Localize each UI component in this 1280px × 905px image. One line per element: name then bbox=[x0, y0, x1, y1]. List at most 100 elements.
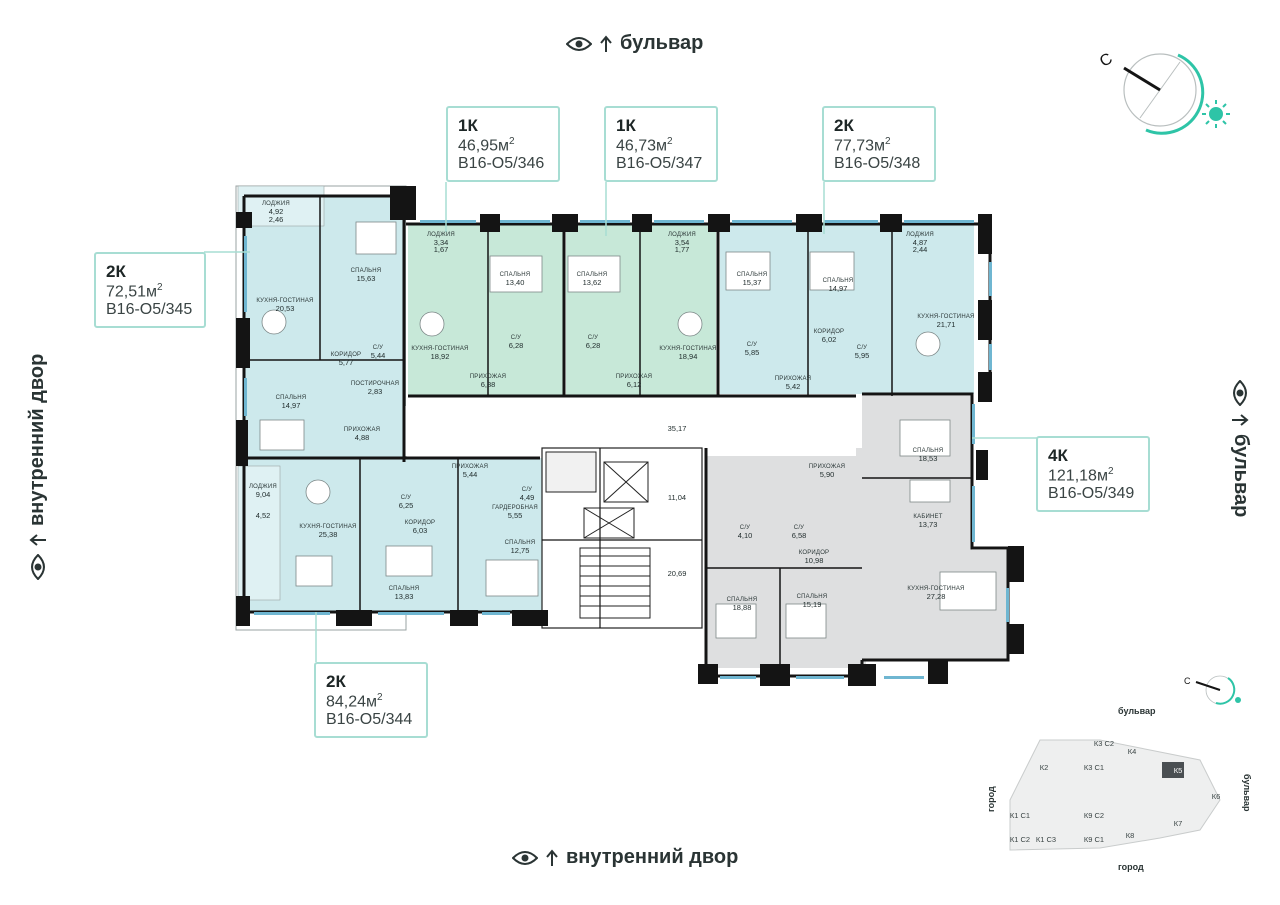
direction-left: внутренний двор bbox=[26, 354, 49, 580]
room-area: 4,87 bbox=[913, 238, 928, 247]
room-area: 5,90 bbox=[820, 470, 835, 479]
apartment-card[interactable]: 2К 84,24м2 В16-О5/344 bbox=[314, 662, 428, 738]
room-name: С/У bbox=[511, 335, 521, 341]
apartment-card[interactable]: 2К 77,73м2 В16-О5/348 bbox=[822, 106, 936, 182]
site-block: К1 С2 bbox=[1010, 835, 1030, 844]
room-labels: ЛОДЖИЯ4,922,46СПАЛЬНЯ15,63КУХНЯ-ГОСТИНАЯ… bbox=[249, 201, 974, 612]
direction-right-label: бульвар bbox=[1230, 434, 1252, 518]
room-area: 10,98 bbox=[805, 556, 824, 565]
apartment-rooms: 2К bbox=[106, 262, 126, 281]
room-area: 5,55 bbox=[508, 511, 523, 520]
room-area: 21,71 bbox=[937, 320, 956, 329]
room-name: ЛОДЖИЯ bbox=[668, 232, 696, 238]
apartment-code: В16-О5/348 bbox=[834, 155, 921, 173]
room-area: 12,75 bbox=[511, 546, 530, 555]
room-name: КУХНЯ-ГОСТИНАЯ bbox=[907, 586, 964, 592]
apartment-area: 72,51м2 bbox=[106, 281, 163, 300]
room-name: ПРИХОЖАЯ bbox=[452, 464, 488, 470]
room-area: 6,28 bbox=[509, 341, 524, 350]
apartment-area: 46,73м2 bbox=[616, 135, 673, 154]
direction-top: бульвар bbox=[566, 32, 703, 55]
apt-346-fill[interactable] bbox=[408, 224, 564, 396]
apartment-rooms: 1К bbox=[616, 116, 636, 135]
room-name: СПАЛЬНЯ bbox=[727, 597, 758, 603]
room-name: ЛОДЖИЯ bbox=[906, 232, 934, 238]
room-area: 6,88 bbox=[481, 380, 496, 389]
room-name: ПРИХОЖАЯ bbox=[470, 374, 506, 380]
site-map: С К3 С2 К4 К5 К2 К3 С1 К6 К1 С1 К9 С2 К7… bbox=[986, 675, 1252, 872]
room-area: 18,92 bbox=[431, 352, 450, 361]
room-area: 6,02 bbox=[822, 335, 837, 344]
room-name: ЛОДЖИЯ bbox=[262, 201, 290, 207]
room-area: 2,83 bbox=[368, 387, 383, 396]
site-map-bottom-label: город bbox=[1118, 862, 1144, 872]
compass-letter: С bbox=[1097, 50, 1116, 71]
apartment-card[interactable]: 1К 46,73м2 В16-О5/347 bbox=[604, 106, 718, 182]
room-name: КУХНЯ-ГОСТИНАЯ bbox=[917, 314, 974, 320]
apartment-code: В16-О5/345 bbox=[106, 301, 193, 319]
room-name: ПРИХОЖАЯ bbox=[775, 376, 811, 382]
room-area: 4,49 bbox=[520, 493, 535, 502]
room-area: 1,77 bbox=[675, 245, 690, 254]
apt-347-fill[interactable] bbox=[566, 224, 716, 396]
site-block: К3 С2 bbox=[1094, 739, 1114, 748]
room-name: ПРИХОЖАЯ bbox=[809, 464, 845, 470]
direction-left-label: внутренний двор bbox=[26, 353, 48, 526]
apartment-area: 46,95м2 bbox=[458, 135, 515, 154]
room-area: 5,95 bbox=[855, 351, 870, 360]
apt-348-fill[interactable] bbox=[720, 224, 974, 394]
eye-icon bbox=[512, 850, 538, 866]
room-name: КОРИДОР bbox=[814, 329, 845, 335]
eye-icon bbox=[1233, 380, 1249, 406]
room-area: 13,73 bbox=[919, 520, 938, 529]
room-name: СПАЛЬНЯ bbox=[737, 272, 768, 278]
arrow-up-icon bbox=[546, 848, 558, 867]
room-name: С/У bbox=[857, 345, 867, 351]
room-name: КУХНЯ-ГОСТИНАЯ bbox=[411, 346, 468, 352]
room-name: С/У bbox=[794, 525, 804, 531]
sun-icon bbox=[1202, 100, 1230, 128]
apartment-card[interactable]: 2К 72,51м2 В16-О5/345 bbox=[94, 252, 206, 328]
apartment-code: В16-О5/349 bbox=[1048, 485, 1135, 503]
room-name: С/У bbox=[373, 345, 383, 351]
site-map-left-label: город bbox=[986, 786, 996, 812]
room-area: 6,12 bbox=[627, 380, 642, 389]
site-block: К9 С1 bbox=[1084, 835, 1104, 844]
site-block: К1 С3 bbox=[1036, 835, 1056, 844]
apartment-card[interactable]: 1К 46,95м2 В16-О5/346 bbox=[446, 106, 560, 182]
room-name: КОРИДОР bbox=[331, 352, 362, 358]
apartment-rooms: 2К bbox=[834, 116, 854, 135]
room-area: 1,67 bbox=[434, 245, 449, 254]
site-map-right-label: бульвар bbox=[1242, 774, 1252, 812]
apartment-card[interactable]: 4К 121,18м2 В16-О5/349 bbox=[1036, 436, 1150, 512]
room-area: 2,46 bbox=[269, 215, 284, 224]
site-block: К4 bbox=[1128, 747, 1137, 756]
svg-text:С: С bbox=[1184, 676, 1191, 686]
direction-bottom-label: внутренний двор bbox=[566, 846, 739, 868]
apartment-rooms: 1К bbox=[458, 116, 478, 135]
room-area: 3,34 bbox=[434, 238, 449, 247]
room-area: 13,40 bbox=[506, 278, 525, 287]
room-area: 25,38 bbox=[319, 530, 338, 539]
room-area: 5,42 bbox=[786, 382, 801, 391]
site-block: К2 bbox=[1040, 763, 1049, 772]
room-area: 15,19 bbox=[803, 600, 822, 609]
room-area: 11,04 bbox=[668, 493, 686, 502]
room-area: 5,44 bbox=[371, 351, 386, 360]
room-area: 5,77 bbox=[339, 358, 354, 367]
room-area: 6,28 bbox=[586, 341, 601, 350]
room-area: 14,97 bbox=[282, 401, 301, 410]
apartment-code: В16-О5/347 bbox=[616, 155, 703, 173]
site-block: К1 С1 bbox=[1010, 811, 1030, 820]
room-area: 15,63 bbox=[357, 274, 376, 283]
room-name: С/У bbox=[588, 335, 598, 341]
room-area: 35,17 bbox=[668, 424, 687, 433]
apartment-code: В16-О5/346 bbox=[458, 155, 545, 173]
site-block: К3 С1 bbox=[1084, 763, 1104, 772]
apartment-rooms: 2К bbox=[326, 672, 346, 691]
apartment-area: 121,18м2 bbox=[1048, 465, 1114, 484]
room-name: КОРИДОР bbox=[405, 520, 436, 526]
room-area: 5,44 bbox=[463, 470, 478, 479]
eye-icon bbox=[30, 554, 46, 580]
